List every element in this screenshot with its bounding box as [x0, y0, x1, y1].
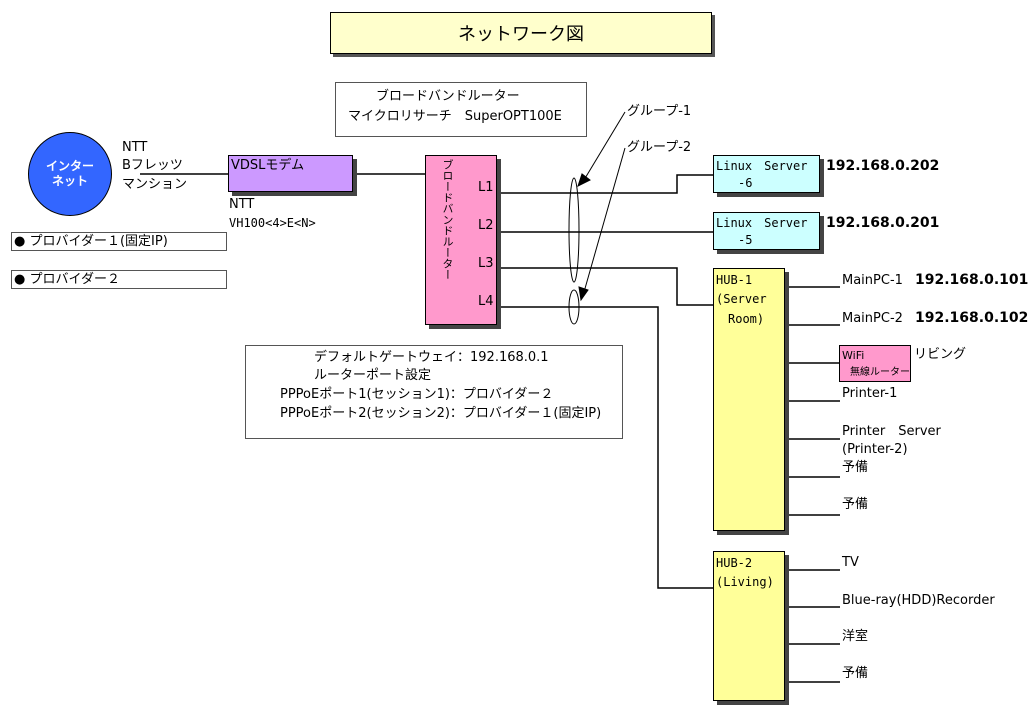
device-printer-server: Printer Server [842, 424, 941, 439]
device-mainpc-2: MainPC-2 [842, 311, 903, 326]
group2-ellipse [568, 289, 580, 325]
ntt-line1: NTT [122, 140, 148, 155]
hub2-line1: HUB-2 [716, 556, 753, 570]
vdsl-modem: VDSLモデム [228, 155, 353, 192]
router-info-box: ブロードバンドルーター マイクロリサーチ SuperOPT100E [335, 82, 587, 137]
provider-1-label: ● プロバイダー１(固定IP) [14, 234, 168, 249]
router-port-l1: L1 [478, 180, 494, 195]
gateway-line1: デフォルトゲートウェイ：192.168.0.1 [314, 350, 549, 365]
gateway-line4: PPPoEポート2(セッション2)：プロバイダー１(固定IP) [280, 406, 602, 421]
internet-label-line1: インター [45, 159, 94, 173]
router-port-l4: L4 [478, 294, 494, 309]
broadband-router: ブロードバンドルーター L1 L2 L3 L4 [425, 155, 497, 325]
device-spare-2: 予備 [842, 497, 869, 512]
diagram-title: ネットワーク図 [330, 12, 712, 54]
modem-label: VDSLモデム [231, 158, 305, 173]
device-western-room: 洋室 [842, 629, 869, 644]
server-5-line1: Linux Server [716, 216, 808, 230]
modem-caption-line2: VH100<4>E<N> [229, 216, 316, 230]
wifi-router: WiFi 無線ルーター [839, 345, 911, 382]
device-bluray-recorder: Blue-ray(HDD)Recorder [842, 593, 995, 608]
server-6-line2: -6 [738, 176, 753, 190]
diagram-title-text: ネットワーク図 [458, 24, 584, 45]
wifi-line1: WiFi [842, 349, 865, 362]
gateway-line2: ルーターポート設定 [314, 368, 432, 383]
server-6-ip: 192.168.0.202 [826, 158, 940, 174]
device-mainpc-1-ip: 192.168.0.101 [915, 272, 1029, 288]
router-info-line2: マイクロリサーチ SuperOPT100E [348, 109, 562, 124]
router-port-l2: L2 [478, 218, 494, 233]
linux-server-5: Linux Server -5 [713, 212, 820, 250]
server-6-line1: Linux Server [716, 159, 808, 173]
internet-label-line2: ネット [51, 174, 88, 188]
router-info-line1: ブロードバンドルーター [376, 89, 520, 104]
group1-label: グループ-1 [627, 104, 692, 119]
provider-1-box: ● プロバイダー１(固定IP) [11, 232, 227, 251]
router-port-l3: L3 [478, 256, 494, 271]
hub1-line3: Room) [728, 312, 765, 326]
group2-label: グループ-2 [627, 140, 692, 155]
device-mainpc-2-ip: 192.168.0.102 [915, 310, 1029, 326]
provider-2-label: ● プロバイダー２ [14, 272, 120, 287]
hub1-line2: (Server [716, 292, 767, 306]
hub2-line2: (Living) [716, 575, 774, 589]
gateway-line3: PPPoEポート1(セッション1)：プロバイダー２ [280, 387, 554, 402]
device-printer-1: Printer-1 [842, 386, 898, 401]
linux-server-6: Linux Server -6 [713, 155, 820, 193]
hub1-line1: HUB-1 [716, 273, 753, 287]
device-living: リビング [914, 347, 967, 362]
device-tv: TV [842, 555, 859, 570]
server-5-ip: 192.168.0.201 [826, 215, 940, 231]
router-vertical-label: ブロードバンドルーター [441, 159, 454, 280]
group1-ellipse [568, 177, 580, 283]
internet-cloud: インター ネット [28, 132, 112, 216]
ntt-line2: Bフレッツ [122, 158, 183, 173]
device-printer-2: (Printer-2) [842, 442, 908, 457]
gateway-info-box: デフォルトゲートウェイ：192.168.0.1 ルーターポート設定 PPPoEポ… [245, 345, 623, 439]
ntt-line3: マンション [122, 177, 188, 192]
hub-1: HUB-1 (Server Room) [713, 268, 785, 531]
device-spare-1: 予備 [842, 460, 869, 475]
device-spare-3: 予備 [842, 666, 869, 681]
server-5-line2: -5 [738, 233, 753, 247]
provider-2-box: ● プロバイダー２ [11, 270, 227, 289]
hub-2: HUB-2 (Living) [713, 551, 785, 701]
modem-caption-line1: NTT [229, 197, 255, 212]
device-mainpc-1: MainPC-1 [842, 273, 903, 288]
wifi-line2: 無線ルーター [850, 367, 910, 378]
